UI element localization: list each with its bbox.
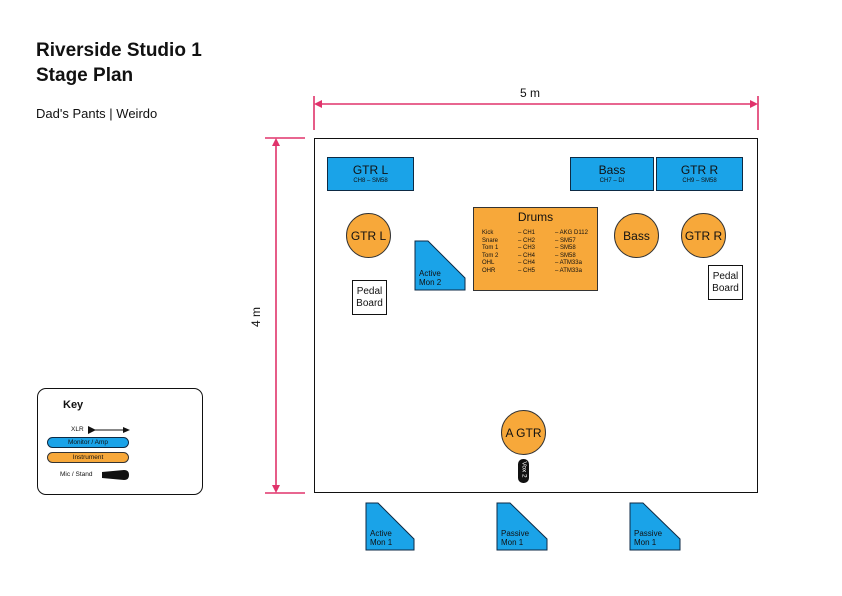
drum-channel: – CH3 [518, 245, 536, 252]
width-dim-arrow-right [750, 100, 758, 108]
drum-channel: – CH1 [518, 230, 536, 236]
monitor-active-mon-1 [365, 502, 415, 551]
drum-channel: – CH4 [518, 260, 536, 267]
title-line-1: Riverside Studio 1 [36, 40, 202, 61]
drum-mic: – ATM33a [555, 260, 582, 267]
monitor-label-line2: Mon 1 [634, 538, 657, 547]
legend-key: Key XLR Monitor / Amp Instrument Mic / S… [37, 388, 203, 495]
drum-mic: – SM58 [555, 245, 576, 252]
drum-piece: Tom 1 [482, 245, 499, 252]
mic-stand-label: Vox 2 [520, 461, 528, 478]
drum-channel: – CH5 [518, 267, 536, 274]
drum-pieces-column: Kick Snare Tom 1 Tom 2 OHL OHR [482, 230, 498, 276]
amp-bass-channel: CH7 – DI [599, 178, 625, 184]
instrument-gtr-r: GTR R [681, 213, 726, 258]
mic-stand-shape [518, 459, 529, 483]
drum-piece: Tom 2 [482, 252, 499, 259]
drum-kit-title: Drums [517, 210, 554, 224]
pedal-board-right-line1: Pedal [712, 270, 739, 282]
page-subtitle: Dad's Pants | Weirdo [36, 106, 158, 121]
drum-channel: – CH2 [518, 237, 536, 244]
pedal-board-left-line1: Pedal [356, 285, 383, 297]
width-dimension-label: 5 m [520, 86, 541, 100]
monitor-label-line1: Passive [501, 529, 530, 538]
depth-dim-arrow-top [272, 138, 280, 146]
amp-bass: Bass CH7 – DI [570, 157, 654, 191]
key-instrument: Instrument [47, 452, 129, 463]
key-mic-stand-label: Mic / Stand [60, 471, 93, 478]
instrument-gtr-l: GTR L [346, 213, 391, 258]
mic-stand-icon [102, 470, 129, 480]
pedal-board-right-line2: Board [712, 282, 739, 294]
amp-gtr-r-name: GTR R [680, 163, 719, 177]
amp-gtr-l-channel: CH8 – SM58 [353, 178, 388, 184]
amp-gtr-r-channel: CH9 – SM58 [682, 178, 717, 184]
amp-gtr-l-name: GTR L [352, 163, 389, 177]
monitor-label-line1: Active [419, 269, 441, 278]
instrument-a-gtr: A GTR [501, 410, 546, 455]
stage-outline [314, 138, 758, 493]
title-line-2: Stage Plan [36, 65, 134, 86]
instrument-bass: Bass [614, 213, 659, 258]
key-title: Key [63, 399, 84, 411]
drum-piece: OHL [482, 260, 495, 267]
monitor-active-mon-2 [414, 240, 466, 291]
amp-gtr-r: GTR R CH9 – SM58 [656, 157, 743, 191]
drum-mic: – AKG D112 [555, 230, 588, 236]
drum-piece: Snare [482, 237, 499, 244]
drum-mic: – SM58 [555, 252, 576, 259]
monitor-label-line2: Mon 1 [501, 538, 524, 547]
amp-gtr-l: GTR L CH8 – SM58 [327, 157, 414, 191]
monitor-label-line1: Passive [634, 529, 663, 538]
xlr-arrow-icon [88, 426, 130, 434]
drum-channel: – CH4 [518, 252, 536, 259]
drum-piece: Kick [482, 230, 494, 236]
drum-kit: Drums Kick Snare Tom 1 Tom 2 OHL OHR – C… [473, 207, 598, 291]
drum-mics-column: – AKG D112 – SM57 – SM58 – SM58 – ATM33a… [555, 230, 588, 276]
monitor-label-line2: Mon 1 [370, 538, 393, 547]
key-xlr-label: XLR [71, 426, 84, 433]
mic-stand-vox-2 [518, 459, 529, 483]
pedal-board-left-line2: Board [356, 297, 383, 309]
width-dim-arrow-left [314, 100, 322, 108]
monitor-passive-mon-1-right [629, 502, 681, 551]
depth-dim-arrow-bottom [272, 485, 280, 493]
amp-bass-name: Bass [598, 163, 626, 177]
monitor-passive-mon-1-center [496, 502, 548, 551]
monitor-label-line2: Mon 2 [419, 278, 442, 287]
drum-channels-column: – CH1 – CH2 – CH3 – CH4 – CH4 – CH5 [518, 230, 535, 276]
drum-mic: – ATM33a [555, 267, 582, 274]
key-monitor-amp: Monitor / Amp [47, 437, 129, 448]
page-title: Riverside Studio 1 Stage Plan [36, 38, 202, 88]
drum-piece: OHR [482, 267, 496, 274]
monitor-label-line1: Active [370, 529, 392, 538]
drum-mic: – SM57 [555, 237, 576, 244]
